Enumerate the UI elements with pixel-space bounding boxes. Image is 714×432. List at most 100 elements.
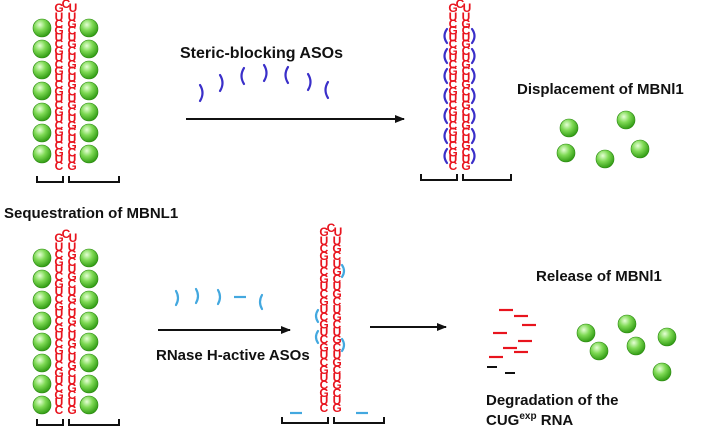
right-strand-nucleotide: G: [332, 333, 341, 347]
left-strand-nucleotide: U: [55, 71, 64, 85]
right-strand-nucleotide: C: [462, 125, 471, 139]
left-strand-nucleotide: U: [55, 396, 64, 410]
left-strand-nucleotide: G: [319, 386, 328, 400]
mbnl1-protein: [79, 248, 99, 268]
right-strand-nucleotide: U: [462, 30, 471, 44]
mbnl1-protein: [32, 123, 52, 143]
right-strand-nucleotide: C: [333, 363, 342, 377]
left-strand-nucleotide: G: [54, 105, 63, 119]
right-strand-nucleotide: G: [67, 139, 76, 153]
steric-aso: [240, 66, 246, 86]
left-strand-nucleotide: U: [55, 329, 64, 343]
right-strand-nucleotide: G: [67, 359, 76, 373]
mbnl1-protein: [79, 144, 99, 164]
mbnl1-protein: [32, 290, 52, 310]
bound-steric-aso: [470, 27, 476, 45]
bound-steric-aso: [470, 87, 476, 105]
right-strand-nucleotide: G: [67, 159, 76, 173]
left-strand-nucleotide: U: [320, 302, 329, 316]
right-strand-nucleotide: C: [333, 386, 342, 400]
right-strand-nucleotide: U: [462, 10, 471, 24]
mbnl1-protein: [626, 336, 646, 356]
right-strand-nucleotide: U: [68, 51, 77, 65]
right-strand-nucleotide: G: [67, 381, 76, 395]
right-strand-nucleotide: U: [333, 257, 342, 271]
right-strand-nucleotide: U: [68, 307, 77, 321]
left-strand-nucleotide: G: [54, 299, 63, 313]
left-strand-nucleotide: U: [449, 132, 458, 146]
mbnl1-protein: [617, 314, 637, 334]
left-strand-nucleotide: U: [55, 30, 64, 44]
loop-nucleotide: G: [54, 231, 63, 245]
hairpin-base-brackets: [36, 176, 120, 183]
right-strand-nucleotide: C: [68, 299, 77, 313]
left-strand-nucleotide: C: [55, 98, 64, 112]
left-strand-nucleotide: C: [320, 378, 329, 392]
left-strand-nucleotide: U: [320, 234, 329, 248]
right-strand-nucleotide: U: [68, 284, 77, 298]
rnase-h-aso-oligos: [174, 287, 264, 311]
left-strand-nucleotide: G: [448, 24, 457, 38]
steric-aso: [262, 63, 268, 83]
mbnl1-protein: [32, 374, 52, 394]
bound-steric-aso: [470, 47, 476, 65]
left-strand-nucleotide: U: [320, 280, 329, 294]
right-strand-nucleotide: G: [67, 78, 76, 92]
right-strand-nucleotide: U: [333, 302, 342, 316]
right-strand-nucleotide: C: [68, 85, 77, 99]
left-strand-nucleotide: G: [319, 340, 328, 354]
mbnl1-protein: [32, 18, 52, 38]
right-strand-nucleotide: U: [68, 262, 77, 276]
steric-blocking-aso-oligos: [198, 63, 330, 103]
left-strand-nucleotide: C: [55, 270, 64, 284]
right-strand-nucleotide: G: [67, 292, 76, 306]
left-strand-nucleotide: C: [55, 336, 64, 350]
mbnl1-protein: [79, 60, 99, 80]
right-strand-nucleotide: G: [67, 403, 76, 417]
mbnl1-protein: [595, 149, 615, 169]
left-strand-nucleotide: C: [320, 355, 329, 369]
mbnl1-protein: [32, 102, 52, 122]
left-strand-nucleotide: C: [449, 139, 458, 153]
degraded-rna-fragments: [487, 308, 536, 374]
left-strand-nucleotide: U: [55, 112, 64, 126]
mbnl1-protein: [32, 332, 52, 352]
right-strand-nucleotide: G: [332, 355, 341, 369]
left-strand-nucleotide: G: [54, 344, 63, 358]
left-strand-nucleotide: U: [55, 262, 64, 276]
right-strand-nucleotide: U: [68, 396, 77, 410]
left-strand-nucleotide: U: [320, 393, 329, 407]
right-strand-nucleotide: G: [332, 264, 341, 278]
cug-exp-rna-label: CUGexp RNA: [486, 411, 573, 429]
left-strand-nucleotide: G: [448, 44, 457, 58]
left-strand-nucleotide: U: [449, 10, 458, 24]
left-strand-nucleotide: C: [449, 98, 458, 112]
left-strand-nucleotide: C: [320, 264, 329, 278]
mbnl1-protein: [589, 341, 609, 361]
right-strand-nucleotide: G: [67, 57, 76, 71]
bound-rnase-aso: [340, 263, 346, 279]
left-strand-nucleotide: C: [449, 159, 458, 173]
displacement-label: Displacement of MBNl1: [517, 81, 684, 98]
free-mbnl1-proteins: [556, 110, 650, 169]
right-strand-nucleotide: C: [68, 44, 77, 58]
loop-nucleotide: U: [69, 231, 78, 245]
right-strand-nucleotide: U: [68, 112, 77, 126]
mbnl1-protein: [79, 18, 99, 38]
left-strand-nucleotide: G: [319, 272, 328, 286]
left-strand-nucleotide: C: [55, 78, 64, 92]
bound-steric-aso: [443, 127, 449, 145]
mbnl1-protein: [32, 248, 52, 268]
hairpin-base-brackets: [420, 174, 512, 181]
right-strand-nucleotide: G: [67, 37, 76, 51]
bound-rnase-asos: [290, 263, 368, 415]
left-strand-nucleotide: U: [55, 373, 64, 387]
right-strand-nucleotide: G: [67, 17, 76, 31]
right-strand-nucleotide: U: [333, 234, 342, 248]
left-strand-nucleotide: C: [320, 310, 329, 324]
left-strand-nucleotide: G: [448, 64, 457, 78]
mbnl1-protein: [79, 39, 99, 59]
left-strand-nucleotide: C: [55, 403, 64, 417]
